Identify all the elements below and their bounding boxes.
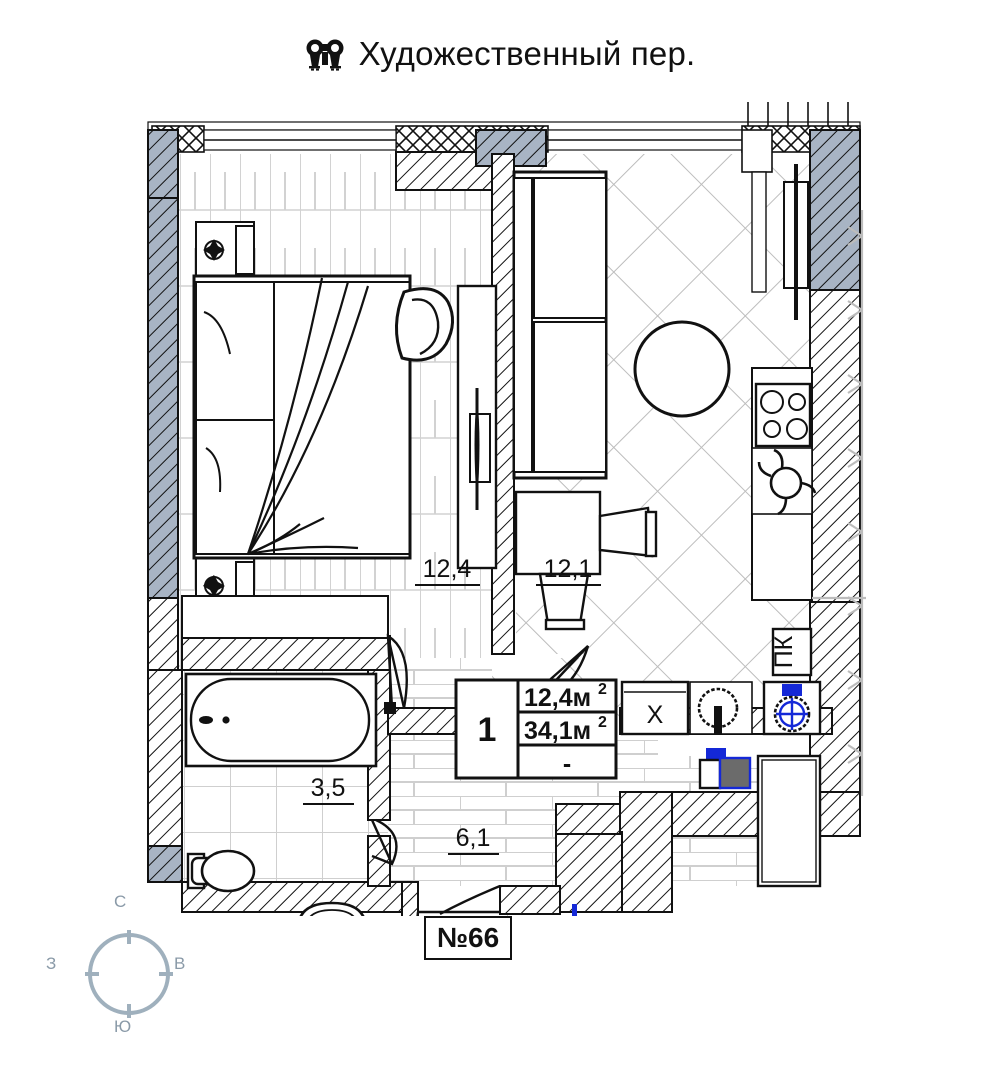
room-labels: 12,4 12,1 3,5 6,1 xyxy=(303,555,601,855)
info-total-area-sup: 2 xyxy=(598,714,607,731)
bedroom-furniture xyxy=(181,221,498,639)
cooktop-icon xyxy=(754,382,812,448)
compass-svg xyxy=(85,930,173,1018)
lamp-icon xyxy=(203,239,225,261)
apartment-number-badge[interactable]: №66 xyxy=(424,916,512,960)
washing-machine xyxy=(762,680,822,736)
toilet xyxy=(186,849,256,893)
bathtub xyxy=(184,672,378,768)
entry-marker xyxy=(572,904,577,922)
room-area-hall: 6,1 xyxy=(456,824,491,852)
living-room-furniture xyxy=(512,164,809,631)
radiator xyxy=(783,164,809,320)
fridge: X xyxy=(620,680,690,736)
compass-north: С xyxy=(114,892,127,911)
info-extra: - xyxy=(563,750,571,778)
room-area-bedroom: 12,4 xyxy=(423,555,472,583)
armchair xyxy=(394,287,454,362)
page-title-bar: Художественный пер. xyxy=(0,24,1000,84)
info-total-area: 34,1м xyxy=(524,717,591,745)
compass-west: З xyxy=(46,954,57,973)
info-living-area-sup: 2 xyxy=(598,681,607,698)
compass-south: Ю xyxy=(114,1017,132,1036)
meter-box-kitchen xyxy=(698,748,752,790)
riser-label: ПК xyxy=(770,635,798,668)
exterior-walls xyxy=(147,102,861,927)
compass-east: В xyxy=(174,954,186,973)
binoculars-icon xyxy=(306,39,344,71)
room-area-living: 12,1 xyxy=(544,555,593,583)
kitchen-sink-icon xyxy=(751,447,817,516)
fridge-label: X xyxy=(647,701,664,729)
wardrobe xyxy=(456,284,498,570)
floor-plan-svg: ПК X xyxy=(147,102,866,970)
info-room-count: 1 xyxy=(478,711,497,749)
info-living-area: 12,4м xyxy=(524,684,591,712)
floor-plan[interactable]: ПК X xyxy=(0,96,1000,970)
counter-sink xyxy=(689,681,753,735)
page-title: Художественный пер. xyxy=(358,35,696,72)
apartment-info-box[interactable]: 1 12,4м 2 34,1м 2 - xyxy=(454,678,618,780)
sofa xyxy=(512,170,608,480)
compass-rose: С З В Ю xyxy=(44,892,214,1057)
round-table xyxy=(633,320,731,418)
dining-set xyxy=(514,490,658,631)
riser-box: ПК xyxy=(770,627,813,677)
dimension-ticks xyxy=(812,210,866,796)
kitchen-units: ПК X xyxy=(620,367,822,888)
lamp-icon-2 xyxy=(203,575,225,597)
room-area-bathroom: 3,5 xyxy=(311,774,346,802)
